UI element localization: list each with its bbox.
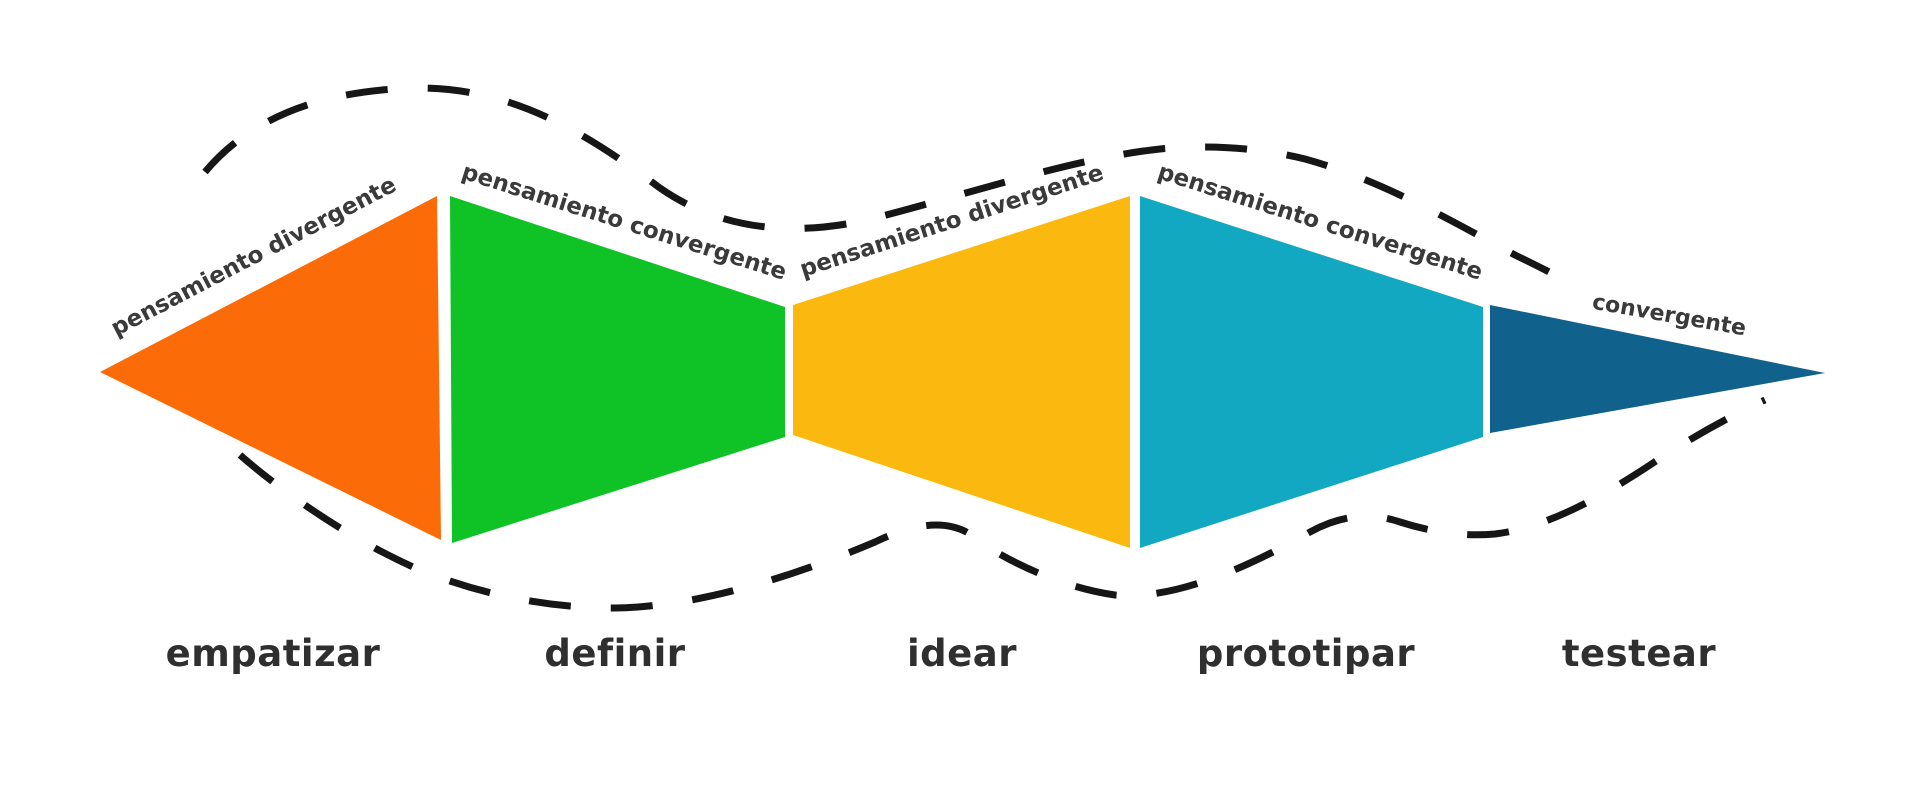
- phase-shape-empatizar: [100, 196, 441, 540]
- phase-name-prototipar: prototipar: [1197, 632, 1416, 675]
- phase-name-definir: definir: [544, 632, 685, 675]
- phase-name-empatizar: empatizar: [166, 632, 381, 675]
- phase-shape-testear: [1490, 305, 1825, 433]
- dashed-flow-line-top: [202, 84, 1582, 292]
- phase-shape-idear: [793, 196, 1130, 548]
- phase-shape-prototipar: [1140, 196, 1483, 548]
- phase-shape-definir: [450, 196, 785, 543]
- phase-name-testear: testear: [1562, 632, 1717, 675]
- phase-name-idear: idear: [907, 632, 1017, 675]
